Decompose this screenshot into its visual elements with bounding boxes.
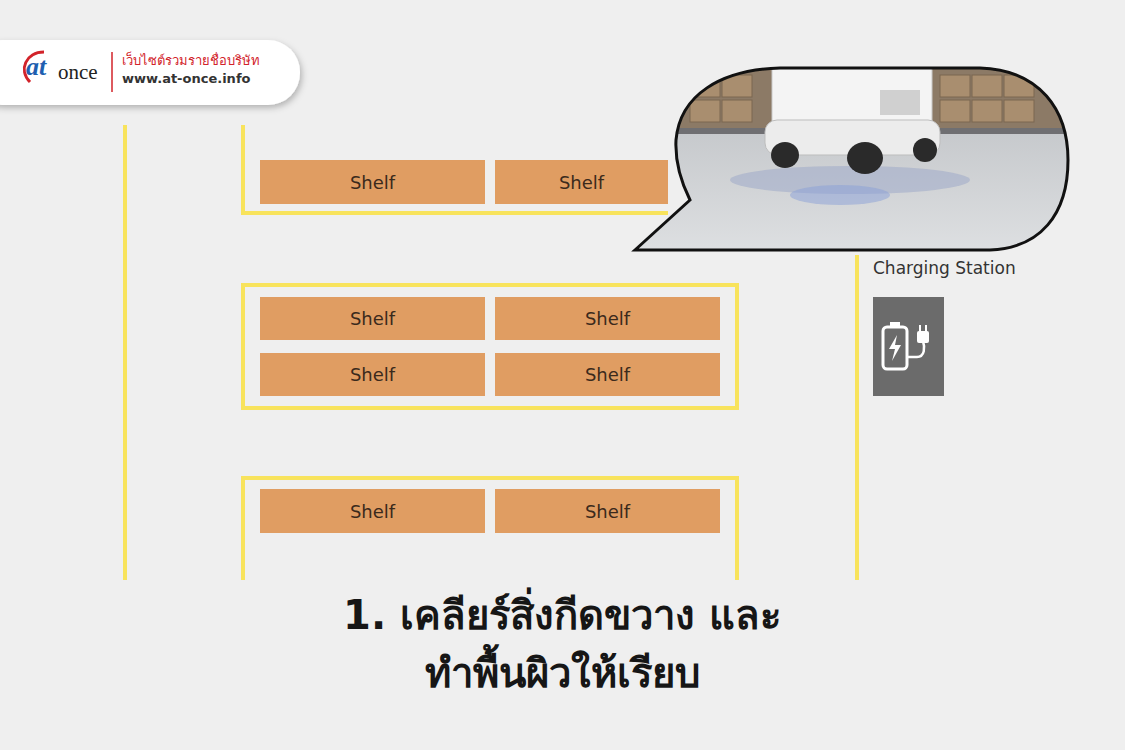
- station-label: Charging Station: [873, 258, 1016, 278]
- logo-divider: [111, 52, 113, 92]
- shelf-label: Shelf: [559, 172, 604, 193]
- step-caption: 1. เคลียร์สิ่งกีดขวาง และทำพื้นผิวให้เรี…: [337, 586, 787, 702]
- shelf-box: Shelf: [260, 160, 485, 204]
- site-url: www.at-once.info: [122, 71, 250, 86]
- shelf-box: Shelf: [495, 160, 668, 204]
- robot-photo: [630, 60, 1075, 260]
- shelf-label: Shelf: [350, 172, 395, 193]
- shelf-label: Shelf: [350, 501, 395, 522]
- shelf-label: Shelf: [350, 308, 395, 329]
- shelf-box: Shelf: [495, 297, 720, 340]
- shelf-box: Shelf: [495, 353, 720, 396]
- shelf-label: Shelf: [585, 364, 630, 385]
- shelf-box: Shelf: [495, 489, 720, 533]
- logo-word: once: [58, 60, 98, 85]
- shelf-label: Shelf: [350, 364, 395, 385]
- shelf-box: Shelf: [260, 489, 485, 533]
- shelf-box: Shelf: [260, 353, 485, 396]
- charger-box: [873, 297, 944, 396]
- battery-plug-icon: [873, 297, 944, 396]
- shelf-box: Shelf: [260, 297, 485, 340]
- logo-pill: [0, 40, 300, 105]
- logo-mark: at: [26, 52, 46, 82]
- site-tagline: เว็บไซต์รวมรายชื่อบริษัท: [122, 50, 260, 71]
- shelf-label: Shelf: [585, 501, 630, 522]
- speech-bubble: [635, 68, 1068, 250]
- shelf-label: Shelf: [585, 308, 630, 329]
- charging-station: Charging Station: [870, 258, 1040, 398]
